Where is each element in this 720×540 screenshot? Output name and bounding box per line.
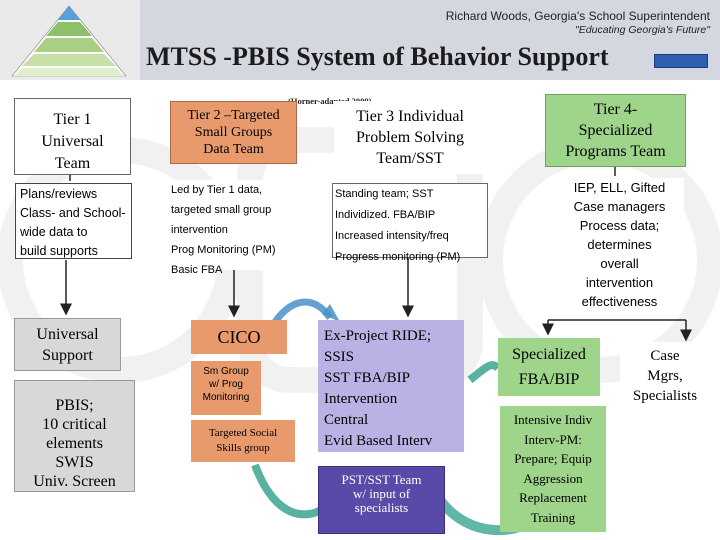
text-line: Process data; [579, 218, 660, 233]
text-line: Programs Team [565, 143, 666, 160]
text-line: targeted small group [171, 204, 272, 216]
page-title: MTSS -PBIS System of Behavior Support [146, 42, 609, 71]
text-line: Evid Based Interv [324, 433, 433, 449]
text-line: Prog Monitoring (PM) [171, 244, 276, 256]
tier2-description: Led by Tier 1 data, targeted small group i… [169, 180, 299, 276]
text-line: Data Team [203, 142, 264, 157]
text-line: Case [650, 348, 680, 364]
text-line: Universal [41, 133, 104, 150]
source-credit: (Horner-adapted,2009) [288, 96, 372, 106]
text-line: PBIS; [55, 397, 94, 414]
text-line: PST/SST Team [341, 472, 422, 487]
cico-support: CICO [191, 320, 287, 354]
text-line: Increased intensity/freq [335, 230, 449, 242]
text-line: Training [530, 509, 576, 525]
text-line: Team/SST [376, 150, 444, 167]
text-line: Small Groups [194, 125, 273, 140]
text-line: Standing team; SST [335, 188, 434, 200]
text-line: Sm Group [203, 366, 249, 377]
text-line: FBA/BIP [518, 371, 580, 388]
text-line: effectiveness [581, 294, 658, 309]
text-line: Tier 2 –Targeted [187, 108, 280, 123]
superintendent-caption: Richard Woods, Georgia's School Superint… [445, 9, 710, 23]
text-line: Mgrs, [647, 368, 683, 384]
text-line: Specialists [632, 388, 698, 404]
text-line: Case managers [573, 199, 666, 214]
text-line: Skills group [216, 442, 270, 454]
text-line: specialists [354, 500, 409, 515]
text-line: intervention [585, 275, 654, 290]
text-line: Targeted Social [208, 427, 278, 439]
header-logo-area [0, 0, 140, 80]
text-line: intervention [171, 224, 228, 236]
text-line: Team [54, 155, 91, 172]
text-line: Basic FBA [171, 264, 223, 276]
text-line: SWIS [55, 454, 94, 471]
motto-caption: "Educating Georgia's Future" [575, 24, 710, 36]
text-line: Ex-Project RIDE; [324, 328, 432, 344]
text-line: elements [46, 435, 103, 452]
text-line: Prepare; Equip [514, 451, 592, 466]
tier3-description: Standing team; SST Individized. FBA/BIP In… [332, 183, 488, 263]
text-line: Universal [36, 326, 99, 343]
text-line: Aggression [523, 470, 583, 486]
text-line: Individized. FBA/BIP [335, 209, 436, 221]
text-line: w/ Prog [209, 379, 243, 390]
text-line: Specialized [512, 346, 586, 363]
text-line: determines [587, 237, 652, 252]
mtss-pyramid-icon [11, 5, 127, 77]
text-line: Led by Tier 1 data, [171, 184, 263, 196]
text-line: Univ. Screen [33, 473, 116, 490]
text-line: wide data to [20, 225, 88, 239]
text-line: overall [600, 256, 639, 271]
text-line: SSIS [324, 349, 355, 365]
text-line: Intensive Indiv [513, 412, 593, 427]
text-line: SST FBA/BIP [324, 370, 411, 386]
text-line: w/ input of [352, 486, 411, 501]
georgia-doe-logo [654, 54, 708, 68]
text-line: Tier 1 [53, 111, 92, 128]
text-line: CICO [217, 327, 261, 347]
text-line: Intervention [324, 391, 398, 407]
text-line: Plans/reviews [20, 187, 98, 201]
text-line: IEP, ELL, Gifted [573, 180, 666, 195]
text-line: Progress monitoring (PM) [335, 251, 461, 263]
text-line: Monitoring [202, 392, 250, 403]
ex-project-support: Ex-Project RIDE; SSIS SST FBA/BIP Intervent… [318, 320, 464, 452]
text-line: 10 critical [42, 416, 107, 433]
text-line: Support [42, 347, 93, 364]
text-line: Class- and School- [20, 206, 126, 220]
text-line: Specialized [578, 122, 653, 139]
text-line: Interv-PM: [524, 431, 582, 447]
text-line: Problem Solving [355, 129, 464, 146]
text-line: Tier 3 Individual [356, 108, 464, 125]
text-line: Central [324, 412, 369, 428]
text-line: build supports [20, 244, 98, 258]
text-line: Replacement [519, 490, 587, 505]
text-line: Tier 4- [593, 101, 638, 118]
